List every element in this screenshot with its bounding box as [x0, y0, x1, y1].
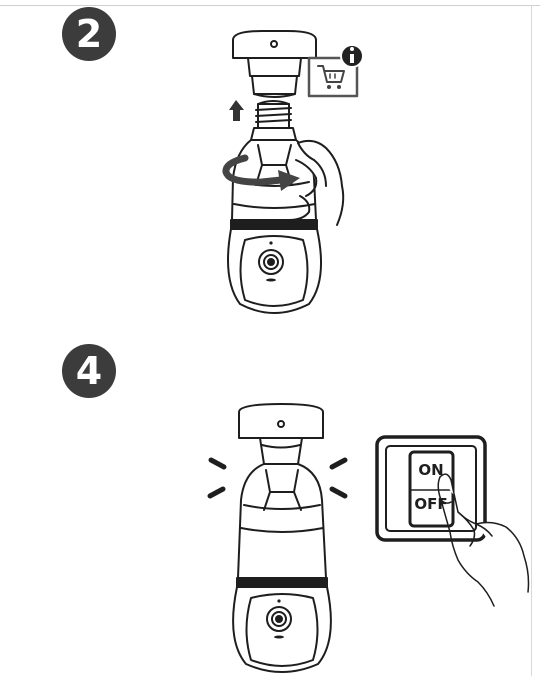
step-2-illustration: [226, 31, 363, 313]
ceiling-socket: [233, 31, 316, 97]
arrow-up-icon: [229, 100, 244, 121]
wall-switch: ON OFF: [377, 437, 485, 540]
step-4-illustration: ON OFF: [210, 404, 529, 672]
camera-body-installed: [233, 464, 331, 672]
ceiling-mount: [239, 404, 323, 464]
info-icon: [341, 45, 363, 67]
camera-screw-base: [251, 101, 296, 140]
